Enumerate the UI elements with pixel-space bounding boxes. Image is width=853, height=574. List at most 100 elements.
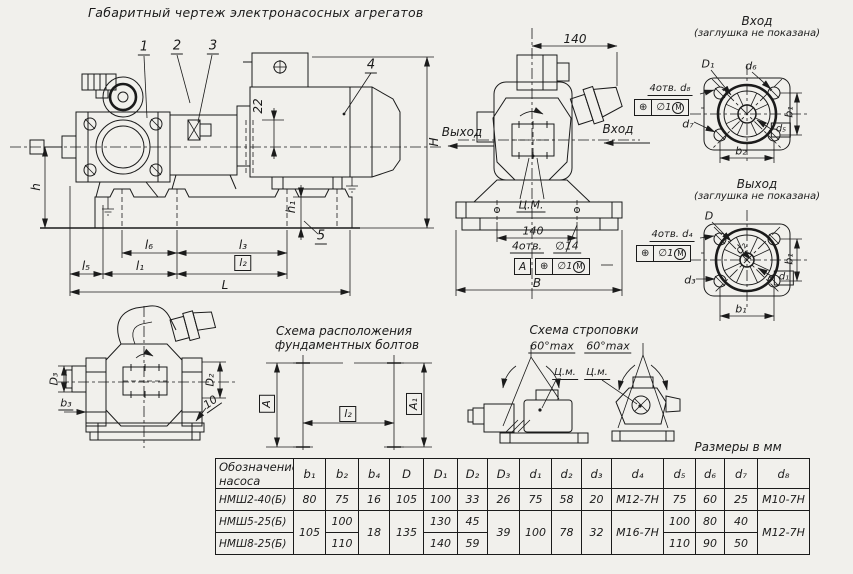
dim-label-b1-outlet-bottom: b₁ [735,302,747,316]
mmc-icon: М [674,247,687,260]
callout-3: 3 [206,38,220,55]
table-cell: М12-7Н [611,488,664,511]
sling-scheme-title: Схема строповки [529,323,639,337]
sling-angle-left: 60°max [528,339,576,354]
table-header: d₅ [663,458,696,489]
table-cell: М16-7Н [611,510,664,555]
dim-label-d7: d₇ [682,117,694,131]
table-row: НМШ8-25(Б) 110 140 59 110 90 50 [215,532,810,555]
dim-label-22: 22 [251,98,265,114]
table-caption: Размеры в мм [694,440,782,454]
dim-label-d3: d₃ [684,273,696,287]
table-cell: 20 [581,488,612,511]
dim-label-h1: h₁ [284,200,298,214]
position-tolerance-icon: ⊕ [540,261,549,272]
callout-2: 2 [170,38,184,55]
dim-label-b3: b₃ [58,396,74,411]
dim-label-d1: d₁ [773,270,795,286]
dim-label-L: L [221,278,229,292]
table-cell: 75 [663,488,696,511]
inlet-flange-linework [690,64,808,164]
table-header: b₂ [325,458,359,489]
inlet-view-subtitle: (заглушка не показана) [693,28,821,39]
table-cell: 80 [695,510,725,533]
pump-designation: НМШ8-25(Б) [215,532,294,555]
table-cell: 90 [695,532,725,555]
table-header: d₇ [724,458,758,489]
dim-label-b2: b₂ [735,144,747,158]
table-row: НМШ2-40(Б) 80 75 16 105 100 33 26 75 58 … [215,488,810,511]
table-cell: 135 [389,510,424,555]
inlet-holes-label: 4отв. d₈ [647,83,693,96]
dim-label-A: А [259,395,275,413]
table-cell: М10-7Н [757,488,810,511]
table-header: D₁ [423,458,458,489]
sling-angle-right: 60°max [584,339,632,354]
table-header: d₄ [611,458,664,489]
table-cell: 110 [325,532,359,555]
table-header: d₃ [581,458,612,489]
table-header: d₁ [519,458,552,489]
callout-5: 5 [314,228,328,245]
table-cell: 110 [663,532,696,555]
table-cell: 80 [293,488,326,511]
dim-label-140-bolts: 140 [522,224,544,238]
table-cell: 60 [695,488,725,511]
front-view-linework [447,28,650,300]
pump-designation: НМШ5-25(Б) [215,510,294,533]
drawing-title: Габаритный чертеж электронасосных агрега… [88,5,424,20]
table-cell: 105 [389,488,424,511]
holes-count-label: 4отв. [509,239,545,254]
center-of-mass-label: Ц.М. [516,198,546,213]
dim-label-d5: d₅ [770,122,792,138]
table-cell: 130 [423,510,458,533]
table-cell: 39 [487,510,520,555]
bolt-layout-linework [266,355,432,450]
table-header-pump: Обозначение насоса [215,458,294,489]
dim-label-b1-inlet: b₁ [782,106,796,118]
table-header: b₁ [293,458,326,489]
table-cell: 40 [724,510,758,533]
table-header-row: Обозначение насоса b₁ b₂ b₄ D D₁ D₂ D₃ d… [215,458,810,489]
table-cell: М12-7Н [757,510,810,555]
callout-1: 1 [137,39,151,56]
outlet-holes-label: 4отв. d₄ [649,229,695,242]
table-header: d₆ [695,458,725,489]
inlet-flow-label: Вход [602,122,634,136]
position-tolerance-icon: ⊕ [641,248,650,259]
sling-cm-right: Ц.м. [584,367,610,380]
table-cell: 50 [724,532,758,555]
bolt-layout-title-line2: фундаментных болтов [274,338,420,352]
dim-label-l6: l₆ [144,238,154,252]
dim-label-140-top: 140 [563,32,587,46]
outlet-flange-linework [690,210,808,321]
table-cell: 25 [724,488,758,511]
datum-box: А [514,258,532,275]
table-cell: 75 [519,488,552,511]
table-header: b₄ [358,458,390,489]
dimension-table: Обозначение насоса b₁ b₂ b₄ D D₁ D₂ D₃ d… [215,458,810,555]
dim-label-l1: l₁ [135,259,145,273]
pump-designation: НМШ2-40(Б) [215,488,294,511]
table-cell: 32 [581,510,612,555]
table-header: D₂ [457,458,488,489]
position-tolerance-icon: ⊕ [639,102,648,113]
table-cell: 100 [325,510,359,533]
dim-label-h: h [29,183,43,191]
bolt-layout-title-line1: Схема расположения [276,324,412,338]
table-cell: 18 [358,510,390,555]
dim-label-D1: D₁ [701,57,715,71]
rear-view-linework [58,305,235,448]
table-header: D₃ [487,458,520,489]
dim-label-D3: D₃ [47,372,61,386]
sling-cm-left: Ц.м. [552,367,578,380]
dim-label-b1-outlet-side: b₁ [782,253,796,265]
